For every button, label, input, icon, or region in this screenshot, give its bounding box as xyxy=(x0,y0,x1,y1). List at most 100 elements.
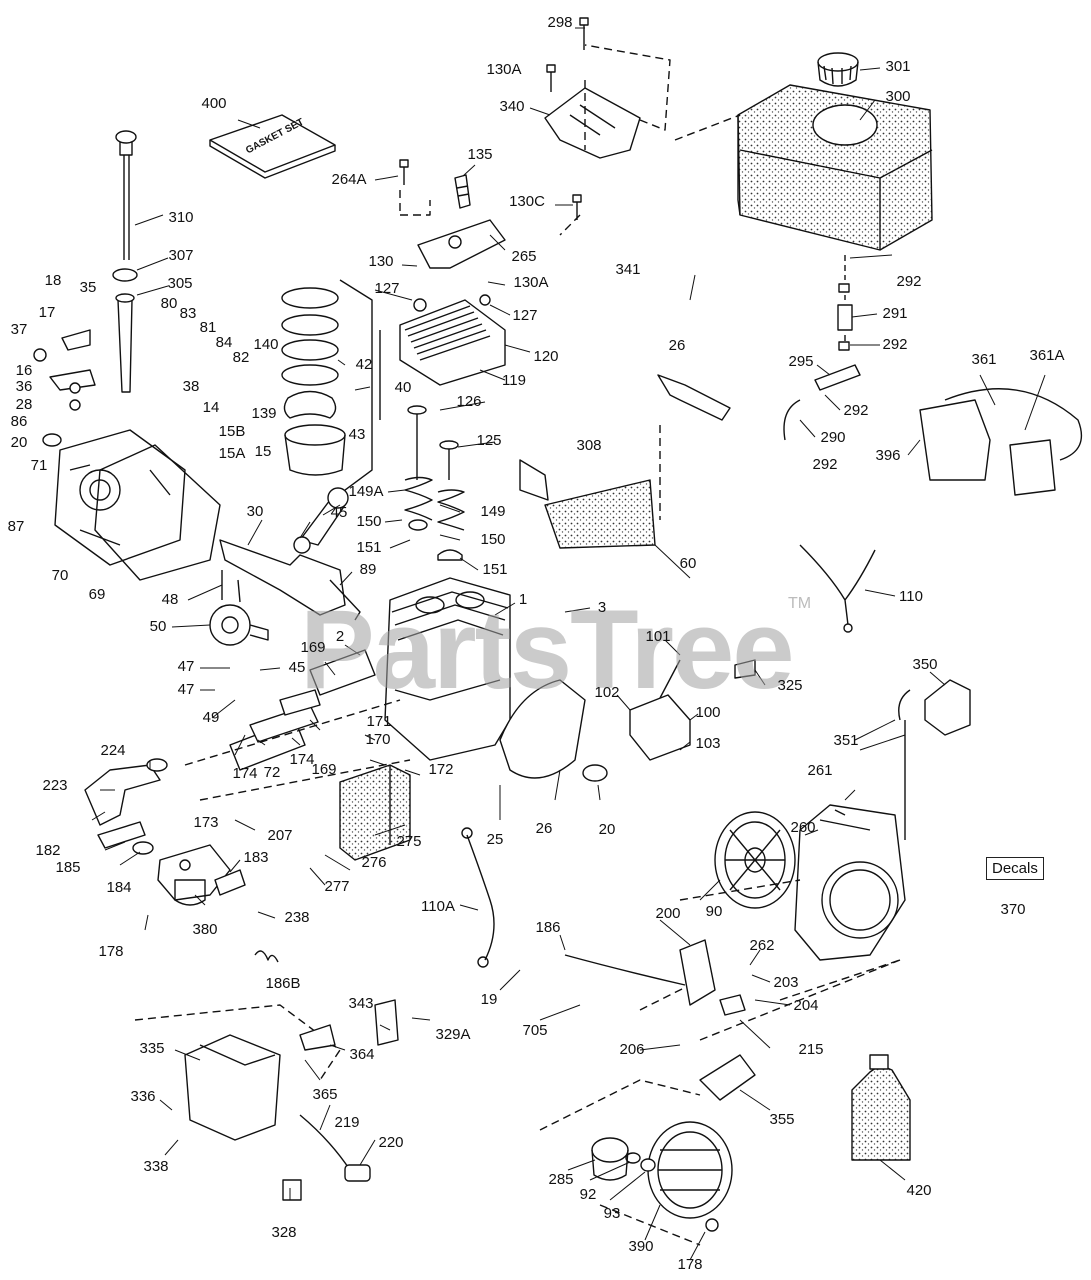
part-callout-37[interactable]: 37 xyxy=(10,321,28,338)
part-callout-149[interactable]: 149 xyxy=(480,503,506,520)
part-callout-84[interactable]: 84 xyxy=(215,334,233,351)
part-callout-277[interactable]: 277 xyxy=(324,878,350,895)
part-callout-71[interactable]: 71 xyxy=(30,457,48,474)
part-callout-215[interactable]: 215 xyxy=(798,1041,824,1058)
part-callout-295[interactable]: 295 xyxy=(788,353,814,370)
part-callout-206[interactable]: 206 xyxy=(619,1041,645,1058)
part-callout-276[interactable]: 276 xyxy=(361,854,387,871)
part-callout-3[interactable]: 3 xyxy=(597,599,607,616)
part-callout-300[interactable]: 300 xyxy=(885,88,911,105)
part-callout-70[interactable]: 70 xyxy=(51,567,69,584)
part-callout-291[interactable]: 291 xyxy=(882,305,908,322)
part-callout-42[interactable]: 42 xyxy=(355,356,373,373)
part-callout-93[interactable]: 93 xyxy=(603,1205,621,1222)
part-callout-328[interactable]: 328 xyxy=(271,1224,297,1241)
part-callout-127[interactable]: 127 xyxy=(512,307,538,324)
part-callout-43[interactable]: 43 xyxy=(348,426,366,443)
part-callout-38[interactable]: 38 xyxy=(182,378,200,395)
part-callout-72[interactable]: 72 xyxy=(263,764,281,781)
part-callout-130[interactable]: 130 xyxy=(368,253,394,270)
part-callout-127[interactable]: 127 xyxy=(374,280,400,297)
part-callout-200[interactable]: 200 xyxy=(655,905,681,922)
part-callout-18[interactable]: 18 xyxy=(44,272,62,289)
part-callout-298[interactable]: 298 xyxy=(547,14,573,31)
part-callout-336[interactable]: 336 xyxy=(130,1088,156,1105)
part-callout-125[interactable]: 125 xyxy=(476,432,502,449)
part-callout-14[interactable]: 14 xyxy=(202,399,220,416)
part-callout-350[interactable]: 350 xyxy=(912,656,938,673)
part-callout-151[interactable]: 151 xyxy=(356,539,382,556)
part-callout-361[interactable]: 361 xyxy=(971,351,997,368)
part-callout-169[interactable]: 169 xyxy=(311,761,337,778)
part-callout-186[interactable]: 186 xyxy=(535,919,561,936)
part-callout-40[interactable]: 40 xyxy=(394,379,412,396)
part-callout-102[interactable]: 102 xyxy=(594,684,620,701)
part-callout-86[interactable]: 86 xyxy=(10,413,28,430)
part-callout-308[interactable]: 308 xyxy=(576,437,602,454)
part-callout-150[interactable]: 150 xyxy=(480,531,506,548)
part-callout-47[interactable]: 47 xyxy=(177,681,195,698)
part-callout-301[interactable]: 301 xyxy=(885,58,911,75)
part-callout-20[interactable]: 20 xyxy=(598,821,616,838)
part-callout-185[interactable]: 185 xyxy=(55,859,81,876)
part-callout-400[interactable]: 400 xyxy=(201,95,227,112)
part-callout-207[interactable]: 207 xyxy=(267,827,293,844)
part-callout-149a[interactable]: 149A xyxy=(348,483,384,500)
part-callout-178[interactable]: 178 xyxy=(98,943,124,960)
part-callout-292[interactable]: 292 xyxy=(843,402,869,419)
part-callout-220[interactable]: 220 xyxy=(378,1134,404,1151)
part-callout-26[interactable]: 26 xyxy=(535,820,553,837)
part-callout-110a[interactable]: 110A xyxy=(421,898,455,915)
part-callout-80[interactable]: 80 xyxy=(160,295,178,312)
part-callout-28[interactable]: 28 xyxy=(15,396,33,413)
part-callout-81[interactable]: 81 xyxy=(199,319,217,336)
part-callout-182[interactable]: 182 xyxy=(35,842,61,859)
part-callout-285[interactable]: 285 xyxy=(548,1171,574,1188)
part-callout-87[interactable]: 87 xyxy=(7,518,25,535)
part-callout-307[interactable]: 307 xyxy=(168,247,194,264)
part-callout-130c[interactable]: 130C xyxy=(509,193,545,210)
part-callout-1[interactable]: 1 xyxy=(518,591,528,608)
part-callout-186b[interactable]: 186B xyxy=(265,975,301,992)
part-callout-275[interactable]: 275 xyxy=(396,833,422,850)
part-callout-150[interactable]: 150 xyxy=(356,513,382,530)
part-callout-120[interactable]: 120 xyxy=(533,348,559,365)
part-callout-36[interactable]: 36 xyxy=(15,378,33,395)
part-callout-380[interactable]: 380 xyxy=(192,921,218,938)
part-callout-355[interactable]: 355 xyxy=(769,1111,795,1128)
part-callout-178[interactable]: 178 xyxy=(677,1256,703,1273)
part-callout-15a[interactable]: 15A xyxy=(218,445,246,462)
part-callout-184[interactable]: 184 xyxy=(106,879,132,896)
part-callout-17[interactable]: 17 xyxy=(38,304,56,321)
part-callout-238[interactable]: 238 xyxy=(284,909,310,926)
part-callout-170[interactable]: 170 xyxy=(365,731,391,748)
part-callout-292[interactable]: 292 xyxy=(882,336,908,353)
part-callout-140[interactable]: 140 xyxy=(253,336,279,353)
part-callout-2[interactable]: 2 xyxy=(335,628,345,645)
part-callout-173[interactable]: 173 xyxy=(193,814,219,831)
decals-number[interactable]: 370 xyxy=(1000,901,1026,918)
part-callout-16[interactable]: 16 xyxy=(15,362,33,379)
part-callout-261[interactable]: 261 xyxy=(807,762,833,779)
part-callout-390[interactable]: 390 xyxy=(628,1238,654,1255)
part-callout-151[interactable]: 151 xyxy=(482,561,508,578)
part-callout-103[interactable]: 103 xyxy=(695,735,721,752)
part-callout-35[interactable]: 35 xyxy=(79,279,97,296)
part-callout-60[interactable]: 60 xyxy=(679,555,697,572)
part-callout-15b[interactable]: 15B xyxy=(218,423,246,440)
part-callout-26[interactable]: 26 xyxy=(668,337,686,354)
part-callout-224[interactable]: 224 xyxy=(100,742,126,759)
part-callout-19[interactable]: 19 xyxy=(480,991,498,1008)
part-callout-396[interactable]: 396 xyxy=(875,447,901,464)
part-callout-420[interactable]: 420 xyxy=(906,1182,932,1199)
part-callout-203[interactable]: 203 xyxy=(773,974,799,991)
part-callout-183[interactable]: 183 xyxy=(243,849,269,866)
part-callout-172[interactable]: 172 xyxy=(428,761,454,778)
part-callout-45[interactable]: 45 xyxy=(288,659,306,676)
part-callout-305[interactable]: 305 xyxy=(167,275,193,292)
part-callout-30[interactable]: 30 xyxy=(246,503,264,520)
part-callout-101[interactable]: 101 xyxy=(645,628,671,645)
part-callout-351[interactable]: 351 xyxy=(833,732,859,749)
part-callout-50[interactable]: 50 xyxy=(149,618,167,635)
part-callout-265[interactable]: 265 xyxy=(511,248,537,265)
